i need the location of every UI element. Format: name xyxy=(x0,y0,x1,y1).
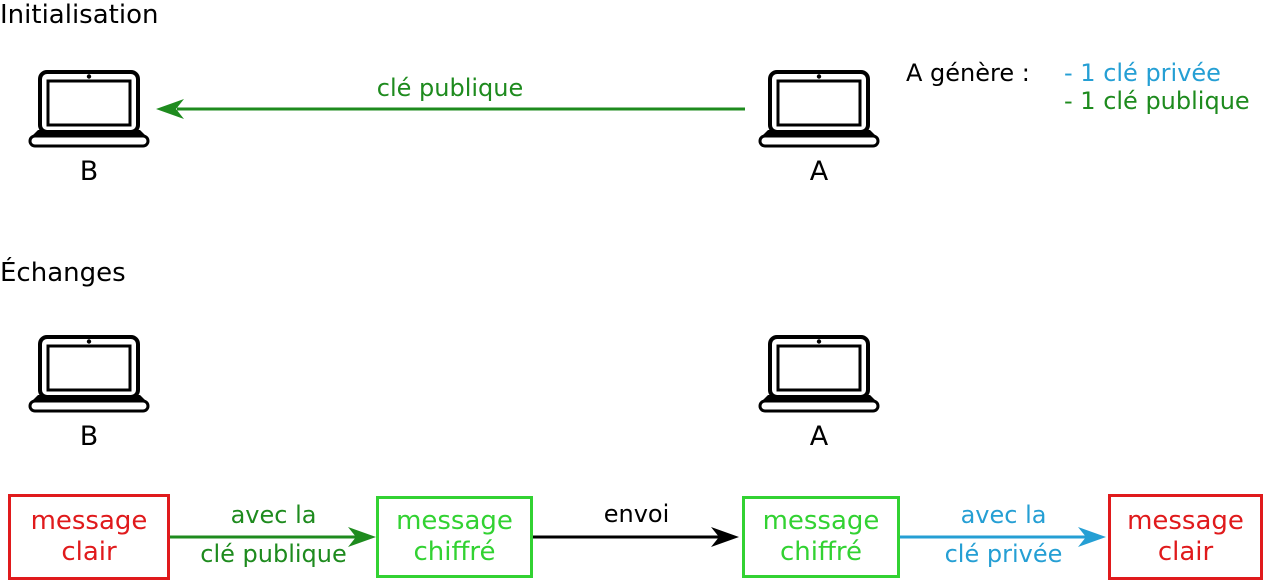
send-arrow-right-icon xyxy=(533,527,739,547)
a-generates-list: - 1 clé privée - 1 clé publique xyxy=(1064,59,1250,115)
decrypt-arrow-label-bottom: clé privée xyxy=(944,540,1063,568)
generated-public-key-item: - 1 clé publique xyxy=(1064,87,1250,115)
encrypt-arrow-right-icon xyxy=(170,527,376,547)
laptop-icon xyxy=(28,70,150,148)
generated-private-key-item: - 1 clé privée xyxy=(1064,59,1221,87)
message-chiffre-box-right: message chiffré xyxy=(742,496,900,578)
laptop-a-init-label: A xyxy=(809,156,829,187)
laptop-a-init-icon xyxy=(758,70,880,152)
laptop-b-exchange-label: B xyxy=(79,421,99,452)
encrypt-arrow-label-bottom: clé publique xyxy=(200,540,347,568)
box-text-line: message xyxy=(30,506,148,536)
message-clair-box-left: message clair xyxy=(8,494,170,580)
message-clair-box-right: message clair xyxy=(1108,494,1263,580)
laptop-a-exchange-icon xyxy=(758,335,880,417)
laptop-icon xyxy=(28,335,150,413)
encrypt-arrow-label-top: avec la xyxy=(230,501,317,529)
box-text-line: clair xyxy=(1157,537,1214,567)
laptop-a-exchange-label: A xyxy=(809,421,829,452)
laptop-icon xyxy=(758,70,880,148)
box-text-line: chiffré xyxy=(413,537,496,567)
message-chiffre-box-left: message chiffré xyxy=(376,496,533,578)
public-key-arrow-label: clé publique xyxy=(376,74,524,102)
section-title-echanges: Échanges xyxy=(0,258,126,288)
laptop-icon xyxy=(758,335,880,413)
box-text-line: clair xyxy=(61,537,117,567)
box-text-line: message xyxy=(1127,506,1244,536)
laptop-b-init-label: B xyxy=(79,156,99,187)
laptop-b-exchange-icon xyxy=(28,335,150,417)
box-text-line: message xyxy=(762,506,880,536)
box-text-line: chiffré xyxy=(779,537,863,567)
decrypt-arrow-right-icon xyxy=(900,527,1106,547)
box-text-line: message xyxy=(396,506,513,536)
send-arrow-label: envoi xyxy=(603,500,670,528)
section-title-initialisation: Initialisation xyxy=(0,0,159,30)
public-key-arrow-left-icon xyxy=(156,99,745,119)
a-generates-prefix: A génère : xyxy=(906,59,1030,87)
decrypt-arrow-label-top: avec la xyxy=(960,501,1047,529)
laptop-b-init-icon xyxy=(28,70,150,152)
